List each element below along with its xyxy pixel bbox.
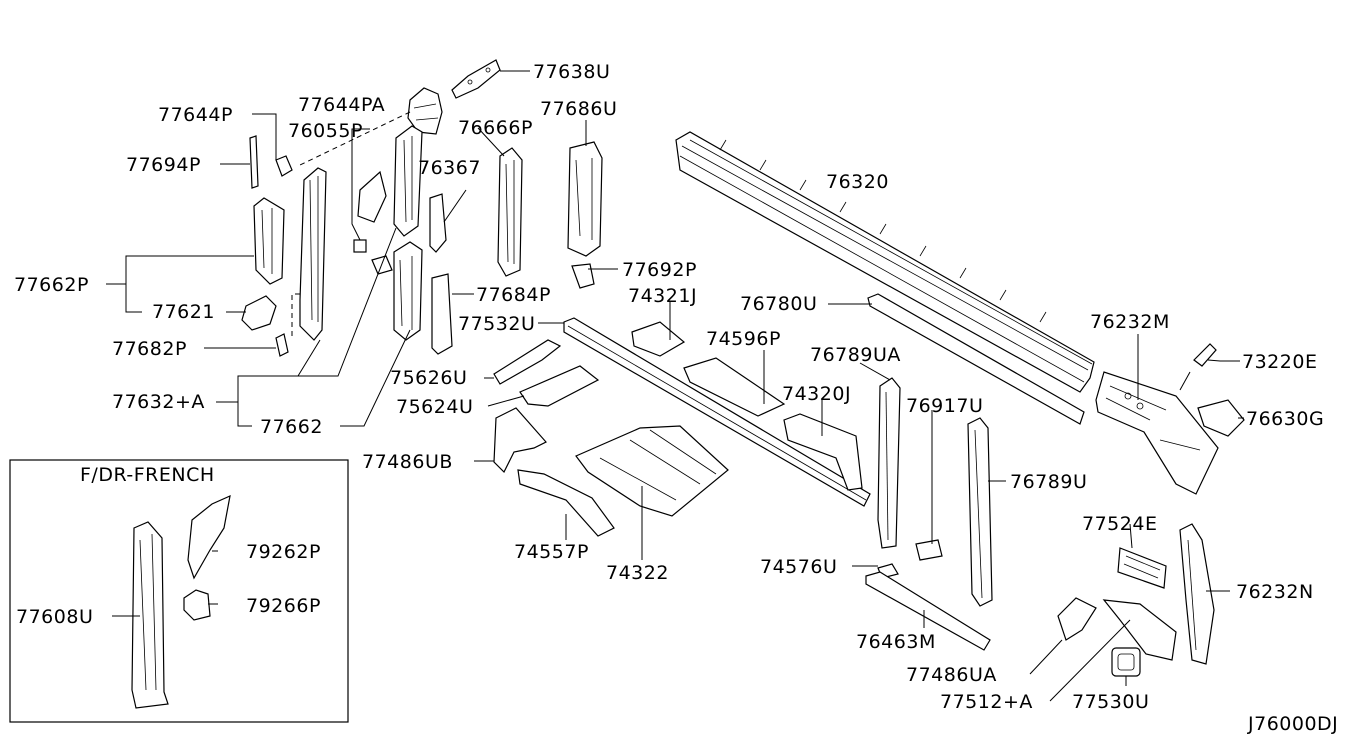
- part-76789U: [967, 417, 993, 607]
- leader-lines: [106, 70, 1244, 702]
- inset-title: F/DR-FRENCH: [80, 464, 215, 486]
- part-76320: [675, 131, 1095, 393]
- part-77684P: [431, 273, 453, 355]
- inset-french-door: F/DR-FRENCH: [9, 459, 349, 723]
- part-77532U: [563, 317, 871, 507]
- part-76232M: [1095, 371, 1219, 495]
- part-74322: [575, 425, 729, 517]
- part-76789UA: [877, 377, 901, 549]
- label-76666P: 76666P: [458, 117, 533, 139]
- part-74557P: [517, 469, 615, 537]
- part-77644PA: [407, 87, 443, 135]
- label-76789UA: 76789UA: [810, 344, 901, 366]
- part-labels: 77638U 77644P 77644PA 76055P 76666P 7768…: [14, 61, 1338, 735]
- part-77638U: [451, 59, 501, 99]
- label-74321J: 74321J: [628, 285, 697, 307]
- part-76917U: [915, 539, 943, 561]
- label-76232N: 76232N: [1236, 581, 1314, 603]
- part-pillar-77662: [393, 125, 423, 237]
- label-77486UB: 77486UB: [362, 451, 453, 473]
- part-73220E: [1193, 343, 1217, 367]
- part-76232N: [1179, 523, 1215, 665]
- label-77694P: 77694P: [126, 154, 201, 176]
- label-77530U: 77530U: [1072, 691, 1149, 713]
- label-77644P: 77644P: [158, 104, 233, 126]
- label-75626U: 75626U: [390, 367, 467, 389]
- label-76367: 76367: [418, 157, 481, 179]
- label-74596P: 74596P: [706, 328, 781, 350]
- part-74596P: [683, 357, 786, 417]
- label-73220E: 73220E: [1242, 351, 1317, 373]
- part-77662P: [253, 197, 285, 285]
- label-76630G: 76630G: [1246, 408, 1324, 430]
- label-74576U: 74576U: [760, 556, 837, 578]
- label-77684P: 77684P: [476, 284, 551, 306]
- label-76320: 76320: [826, 171, 889, 193]
- part-74320J: [783, 413, 863, 491]
- part-77530U: [1111, 647, 1141, 677]
- part-76780U: [867, 293, 1085, 425]
- label-77512A: 77512+A: [940, 691, 1033, 713]
- label-74322: 74322: [606, 562, 669, 584]
- part-77694P: [249, 135, 259, 189]
- part-77662-lower: [371, 241, 423, 341]
- label-77686U: 77686U: [540, 98, 617, 120]
- part-77486UA: [1057, 597, 1097, 641]
- label-77608U: 77608U: [16, 606, 93, 628]
- label-76463M: 76463M: [856, 631, 936, 653]
- inset-frame: [9, 459, 349, 723]
- part-75624U: [519, 365, 600, 407]
- part-77644P: [275, 155, 293, 177]
- label-77524E: 77524E: [1082, 513, 1157, 535]
- part-77524E: [1117, 547, 1167, 589]
- part-77486UB: [493, 407, 547, 474]
- part-77512A: [1102, 599, 1177, 661]
- label-76055P: 76055P: [288, 120, 363, 142]
- label-76232M: 76232M: [1090, 311, 1170, 333]
- label-74320J: 74320J: [782, 383, 851, 405]
- label-77638U: 77638U: [533, 61, 610, 83]
- label-77662P: 77662P: [14, 274, 89, 296]
- diagram-code: J76000DJ: [1247, 713, 1338, 735]
- label-77692P: 77692P: [622, 259, 697, 281]
- part-77692P: [571, 263, 595, 289]
- label-77662: 77662: [260, 416, 323, 438]
- label-76917U: 76917U: [906, 395, 983, 417]
- part-76463M: [865, 571, 991, 651]
- label-76789U: 76789U: [1010, 471, 1087, 493]
- label-74557P: 74557P: [514, 541, 589, 563]
- label-77682P: 77682P: [112, 338, 187, 360]
- label-77644PA: 77644PA: [298, 94, 385, 116]
- label-79266P: 79266P: [246, 595, 321, 617]
- label-76780U: 76780U: [740, 293, 817, 315]
- part-77632A: [299, 167, 327, 341]
- part-77686U: [567, 141, 603, 257]
- label-77486UA: 77486UA: [906, 664, 997, 686]
- part-74321J: [631, 321, 686, 357]
- label-79262P: 79262P: [246, 541, 321, 563]
- part-77682P: [275, 333, 289, 357]
- part-77621: [241, 295, 277, 331]
- label-77532U: 77532U: [458, 313, 535, 335]
- part-76630G: [1197, 399, 1245, 437]
- part-76367: [429, 193, 447, 253]
- part-75626U: [493, 339, 562, 385]
- label-75624U: 75624U: [396, 396, 473, 418]
- part-76055P: [353, 170, 387, 253]
- label-77632A: 77632+A: [112, 391, 205, 413]
- part-76666P: [497, 147, 523, 277]
- label-77621: 77621: [152, 301, 215, 323]
